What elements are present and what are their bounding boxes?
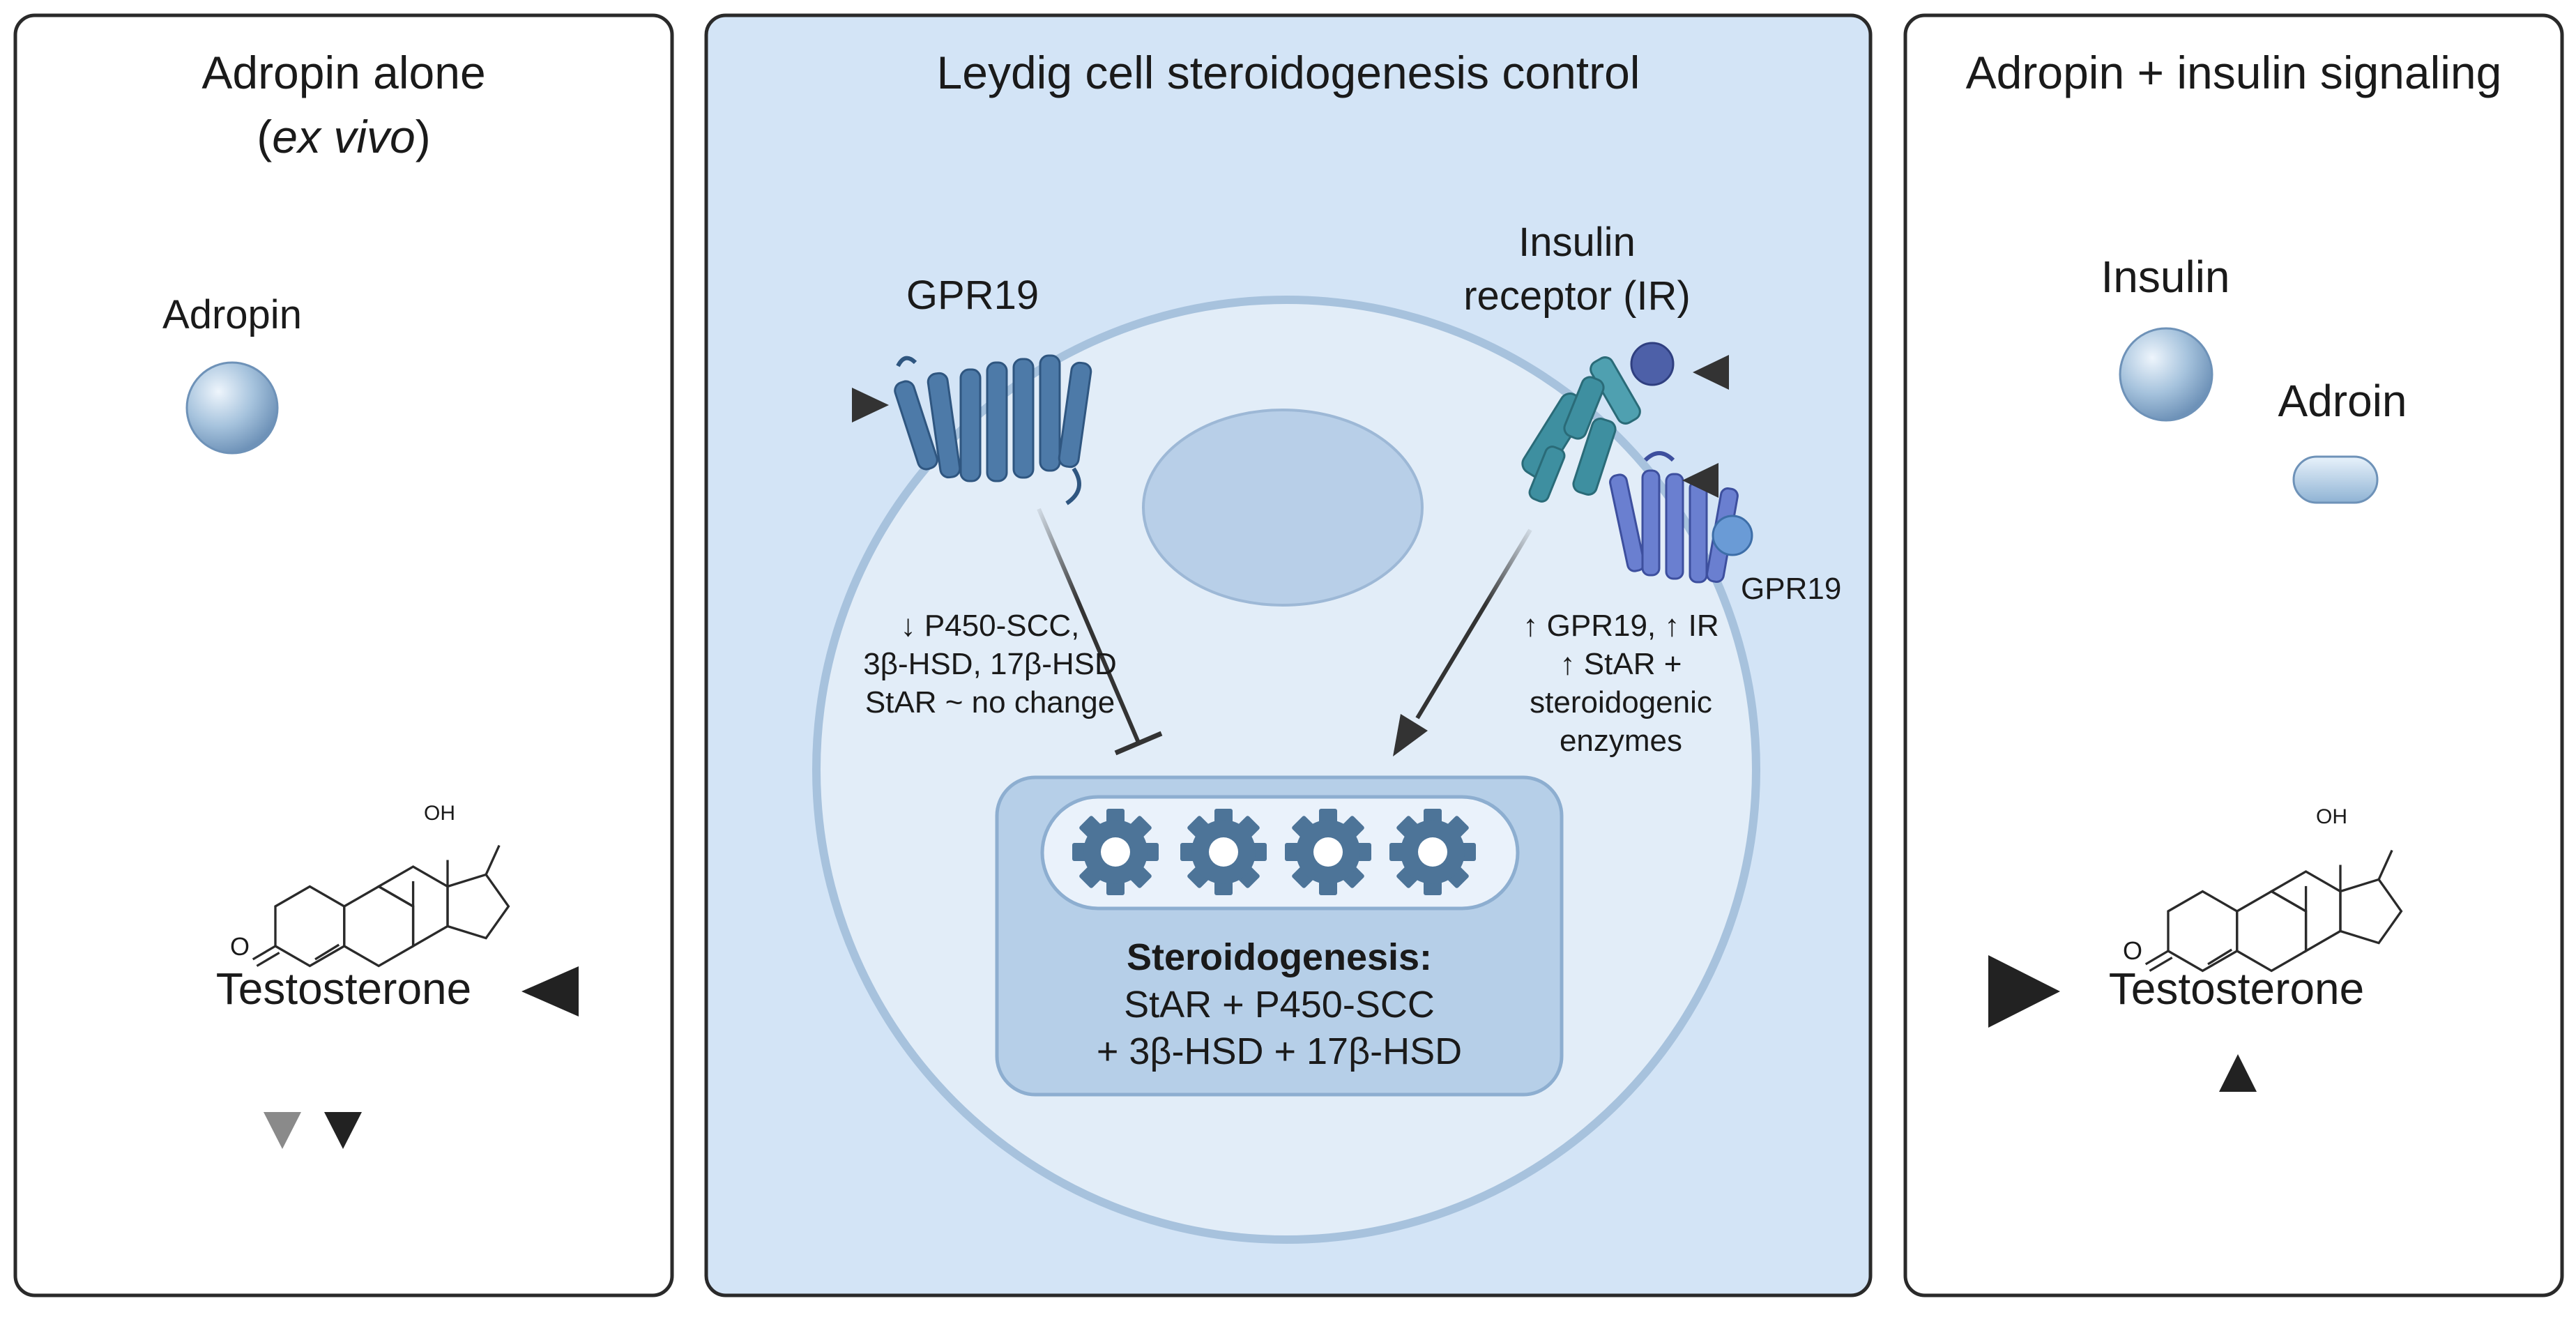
ir-effect-line: ↑ GPR19, ↑ IR (1523, 609, 1719, 643)
insulin-label: Insulin (2101, 252, 2230, 302)
gpr19-receptor-icon (894, 354, 1092, 505)
testosterone-increase-arrow (2219, 1054, 2257, 1152)
gpr19-effect-line: 3β-HSD, 17β-HSD (863, 647, 1117, 681)
ir-effect-text: ↑ GPR19, ↑ IR ↑ StAR + steroidogenic enz… (1523, 607, 1718, 760)
steroidogenesis-line1: StAR + P450-SCC (1124, 983, 1435, 1026)
gpr19-secondary-receptor-icon (1609, 451, 1753, 584)
to-left-testosterone-arrow (521, 966, 1051, 1017)
left-panel-title-line2: (ex vivo) (257, 111, 431, 163)
gpr19-secondary-label: GPR19 (1741, 572, 1842, 606)
left-o-label: O (230, 932, 250, 961)
right-o-label: O (2123, 936, 2143, 965)
paren-open: ( (257, 111, 273, 162)
center-panel-title: Leydig cell steroidogenesis control (936, 47, 1640, 98)
ir-effect-line: steroidogenic (1530, 685, 1712, 720)
gear-icon (1072, 809, 1159, 895)
ir-effect-line: ↑ StAR + (1560, 647, 1682, 681)
adropin-to-gpr19-arrow (307, 388, 889, 422)
adropin-label: Adropin (162, 292, 302, 337)
steroidogenesis-line2: + 3β-HSD + 17β-HSD (1096, 1030, 1463, 1072)
testosterone-decrease-arrows (264, 1049, 362, 1149)
to-right-testosterone-arrow (1562, 955, 2060, 1028)
insulin-receptor-label-line2: receptor (IR) (1463, 273, 1691, 319)
insulin-receptor-label-line1: Insulin (1518, 220, 1636, 265)
adropin-pill-icon (2292, 455, 2379, 504)
cell-nucleus (1142, 409, 1424, 607)
insulin-receptor-icon (1521, 342, 1675, 503)
gear-icon (1389, 809, 1476, 895)
gpr19-effect-line: ↓ P450-SCC, (900, 609, 1080, 643)
adropin-to-gpr19-secondary-arrow (1682, 463, 2245, 498)
steroidogenesis-text: Steroidogenesis: StAR + P450-SCC + 3β-HS… (1097, 934, 1462, 1076)
ex-vivo-text: ex vivo (272, 111, 416, 162)
paren-close: ) (415, 111, 431, 162)
right-testosterone-label: Testosterone (2108, 964, 2365, 1014)
ir-stimulation-arrow (1393, 528, 1532, 756)
ir-effect-line: enzymes (1559, 724, 1683, 758)
adroin-label: Adroin (2278, 376, 2407, 426)
right-panel (1903, 13, 2564, 1297)
gpr19-inhibition-line (1037, 508, 1163, 756)
gpr19-effect-line: StAR ~ no change (864, 685, 1115, 720)
left-panel (13, 13, 674, 1297)
insulin-to-ir-arrow (1693, 355, 2087, 390)
steroidogenesis-title: Steroidogenesis: (1126, 936, 1433, 978)
gear-icon (1285, 809, 1371, 895)
right-panel-title: Adropin + insulin signaling (1965, 47, 2502, 98)
left-testosterone-label: Testosterone (215, 964, 472, 1014)
insulin-ligand-icon (2119, 327, 2213, 422)
left-panel-title-line1: Adropin alone (201, 47, 486, 98)
gpr19-label: GPR19 (906, 273, 1039, 318)
right-oh-label: OH (2316, 805, 2347, 828)
left-oh-label: OH (424, 802, 455, 825)
gear-icon (1180, 809, 1267, 895)
gpr19-effect-text: ↓ P450-SCC, 3β-HSD, 17β-HSD StAR ~ no ch… (863, 607, 1117, 722)
adropin-ligand-icon (185, 361, 279, 455)
